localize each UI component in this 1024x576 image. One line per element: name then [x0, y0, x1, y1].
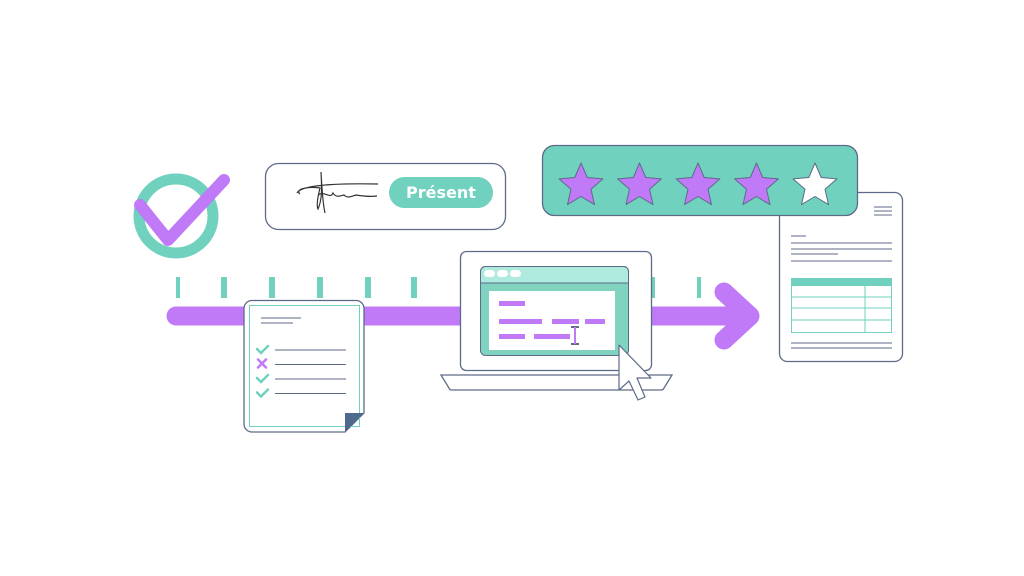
- star-filled-icon: [675, 162, 721, 206]
- star-filled-icon: [617, 162, 662, 206]
- laptop-base: [439, 374, 674, 391]
- star-filled-icon: [734, 162, 779, 206]
- star-filled-icon: [558, 162, 604, 206]
- signature-icon: [296, 171, 379, 214]
- checklist-item: [256, 358, 346, 369]
- checklist-item: [255, 388, 346, 399]
- check-icon: [255, 344, 270, 355]
- invoice-table: [791, 278, 892, 333]
- laptop: [439, 250, 674, 401]
- page-curl: [345, 413, 364, 432]
- status-badge-label: Présent: [406, 183, 476, 202]
- star-empty-icon: [792, 162, 838, 206]
- browser-window: [480, 266, 629, 356]
- status-badge: Présent: [389, 177, 493, 208]
- text-cursor-icon: [571, 326, 579, 345]
- check-circle-icon: [133, 173, 230, 259]
- checklist-item: [255, 344, 346, 355]
- checklist-item: [255, 373, 346, 384]
- signature-card: Présent: [264, 162, 507, 231]
- mouse-pointer-icon: [618, 344, 652, 401]
- check-icon: [255, 388, 270, 399]
- timeline-ticks: [176, 277, 701, 298]
- checklist-document: [243, 299, 365, 433]
- check-icon: [255, 373, 270, 384]
- rating-card: [541, 144, 859, 217]
- invoice-document: [778, 191, 904, 363]
- cross-icon: [256, 358, 268, 369]
